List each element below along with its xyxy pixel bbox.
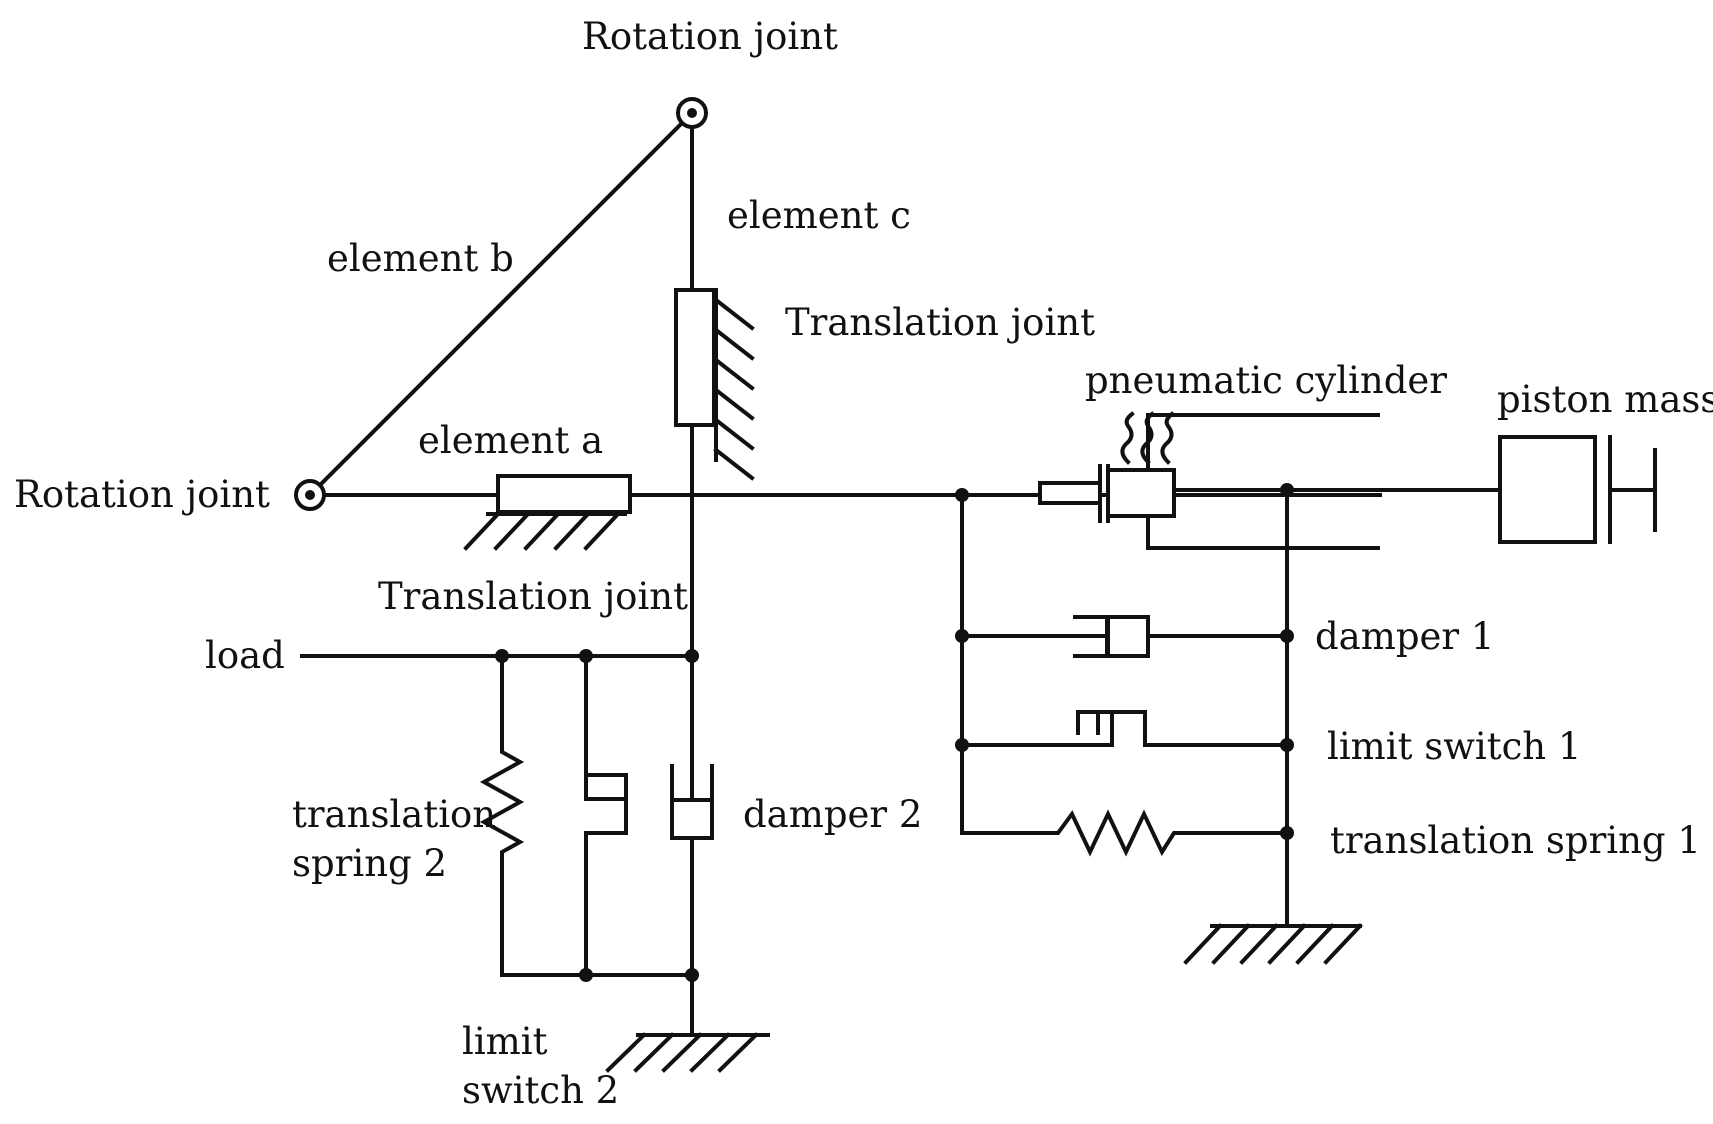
label-translation-spring-2-line2: spring 2 bbox=[292, 842, 447, 885]
piston-mass bbox=[1498, 435, 1657, 544]
limit-switch-1 bbox=[962, 710, 1289, 747]
label-element-c: element c bbox=[727, 194, 911, 237]
junction-dot bbox=[495, 649, 509, 663]
junction-dot bbox=[1280, 826, 1294, 840]
label-damper-2: damper 2 bbox=[743, 793, 922, 836]
translation-joint-vertical bbox=[674, 288, 755, 481]
label-damper-1: damper 1 bbox=[1315, 615, 1494, 658]
translation-spring-2 bbox=[479, 656, 525, 975]
ground-right bbox=[1183, 923, 1363, 965]
junction-dot bbox=[685, 649, 699, 663]
junction-dot bbox=[955, 629, 969, 643]
pneumatic-cylinder bbox=[1038, 411, 1502, 550]
damper-2 bbox=[670, 654, 714, 977]
label-translation-joint-horizontal: Translation joint bbox=[378, 575, 688, 618]
junction-dot bbox=[685, 968, 699, 982]
rotation-joint-top bbox=[676, 97, 708, 129]
label-rotation-joint-left: Rotation joint bbox=[14, 473, 270, 516]
element-b-link bbox=[307, 110, 695, 498]
label-element-b: element b bbox=[327, 237, 514, 280]
label-piston-mass: piston mass bbox=[1497, 378, 1713, 421]
label-limit-switch-2-line2: switch 2 bbox=[462, 1069, 619, 1112]
label-translation-joint-vertical: Translation joint bbox=[785, 301, 1095, 344]
junction-dot bbox=[579, 649, 593, 663]
junction-dot bbox=[579, 968, 593, 982]
junction-dot bbox=[1280, 738, 1294, 752]
label-pneumatic-cylinder: pneumatic cylinder bbox=[1085, 359, 1447, 402]
damper-1 bbox=[960, 615, 1289, 658]
translation-joint-horizontal bbox=[463, 474, 632, 551]
junction-dot bbox=[1280, 629, 1294, 643]
limit-switch-2 bbox=[584, 656, 628, 975]
label-translation-spring-1: translation spring 1 bbox=[1330, 819, 1701, 862]
ground-left bbox=[605, 1032, 770, 1073]
junction-dot bbox=[1280, 483, 1294, 497]
label-load: load bbox=[205, 634, 285, 677]
rotation-joint-left bbox=[294, 479, 326, 511]
label-element-a: element a bbox=[418, 419, 603, 462]
label-rotation-joint-top: Rotation joint bbox=[582, 15, 838, 58]
label-limit-switch-1: limit switch 1 bbox=[1327, 725, 1581, 768]
label-limit-switch-2-line1: limit bbox=[462, 1020, 548, 1063]
junction-dot bbox=[955, 488, 969, 502]
junction-dot bbox=[955, 738, 969, 752]
label-translation-spring-2-line1: translation bbox=[292, 793, 496, 836]
translation-spring-1 bbox=[962, 809, 1287, 857]
